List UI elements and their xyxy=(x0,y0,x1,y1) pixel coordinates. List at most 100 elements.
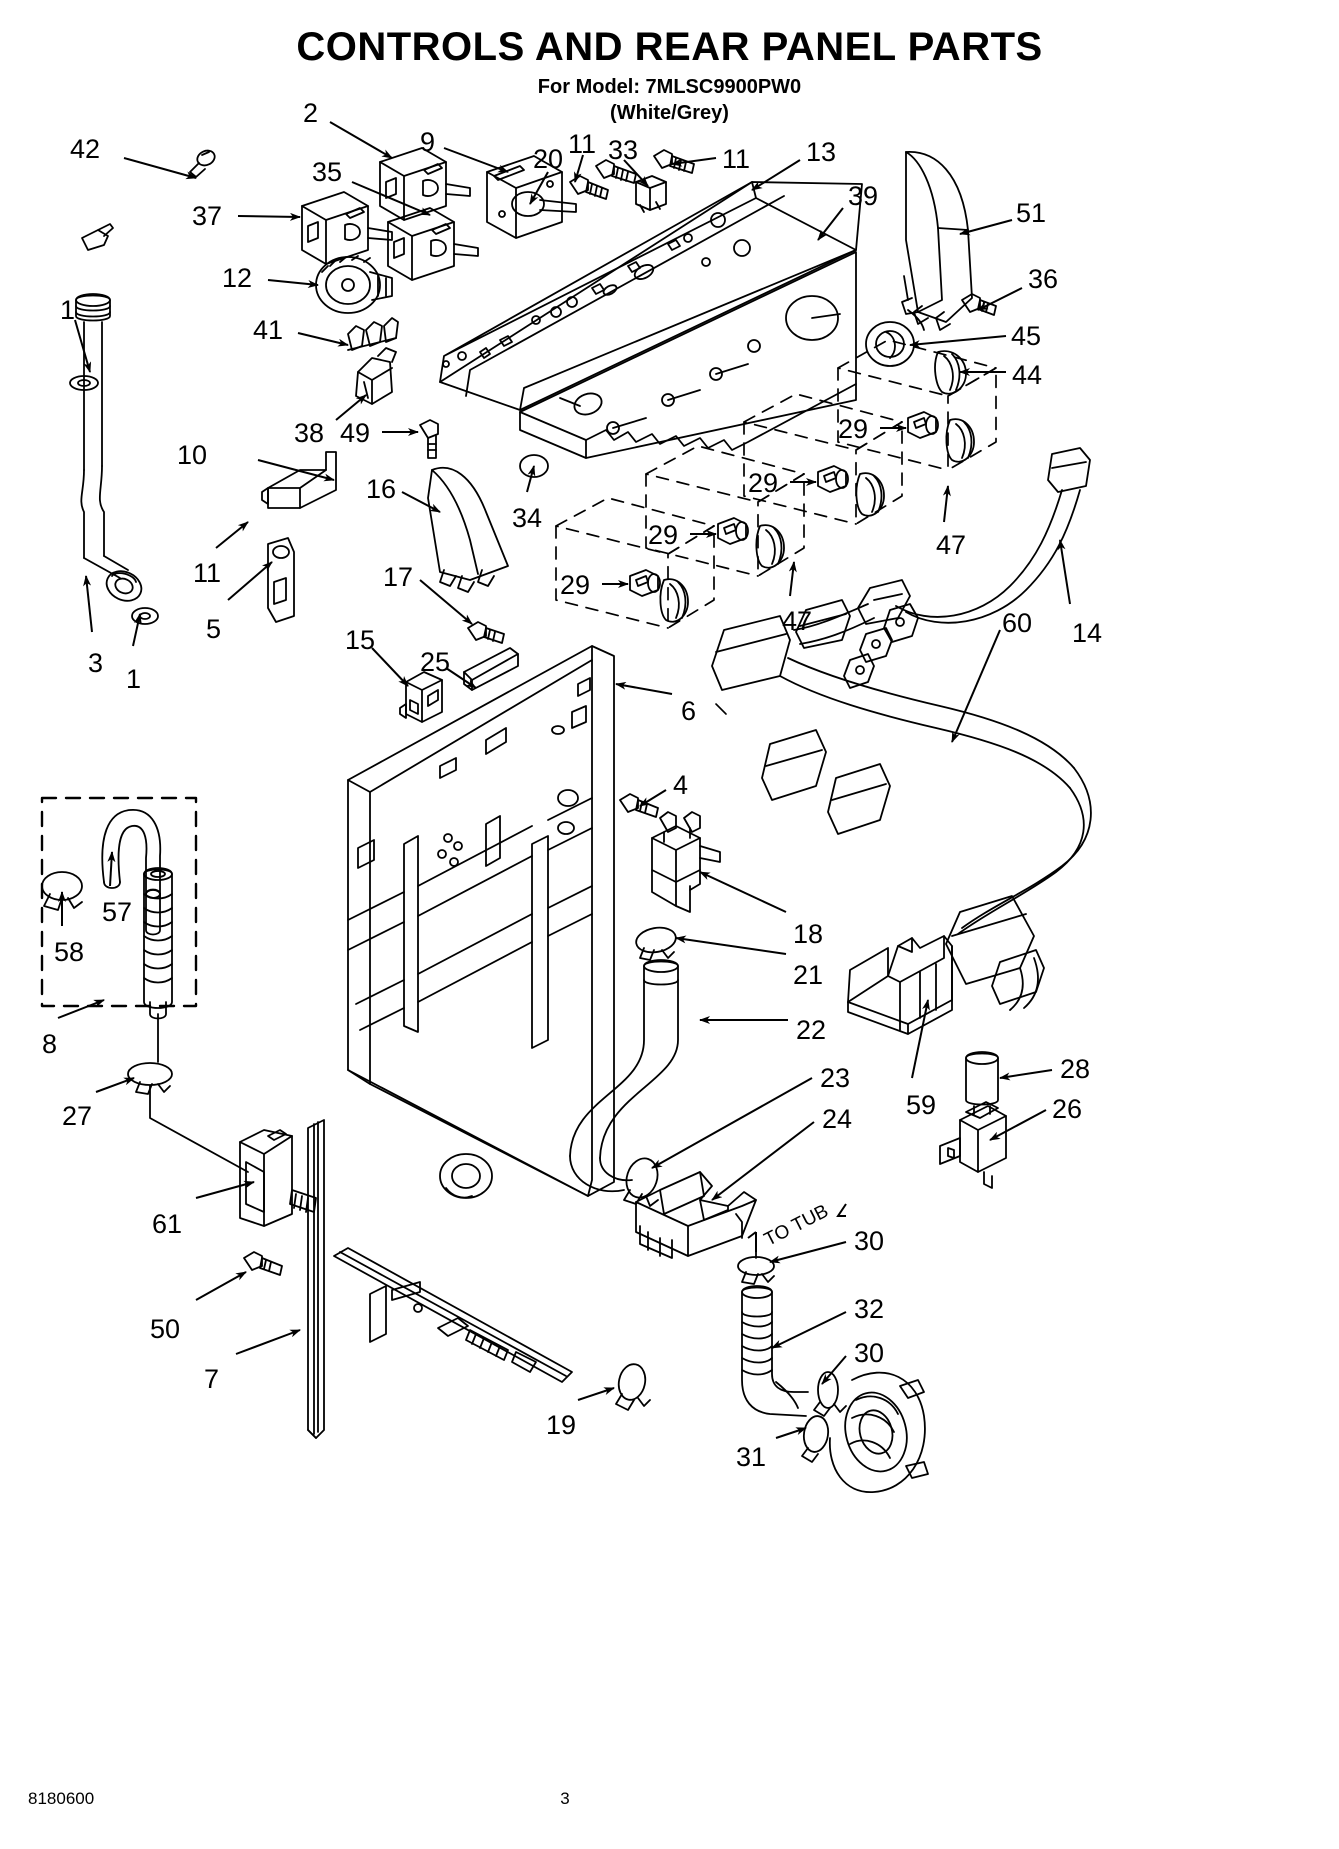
part-13-console-bracket xyxy=(439,181,863,411)
page-title: CONTROLS AND REAR PANEL PARTS xyxy=(296,25,1043,69)
part-42-clip xyxy=(189,149,216,178)
part-5-lever xyxy=(267,537,295,623)
callout-21: 21 xyxy=(793,960,824,990)
callout-2: 2 xyxy=(303,98,319,128)
callout-12: 12 xyxy=(222,263,253,293)
footer-part-number: 8180600 xyxy=(28,1789,95,1808)
leader-line-39 xyxy=(817,207,844,241)
part-7-rail xyxy=(307,1119,325,1439)
leader-line-28 xyxy=(999,1069,1053,1081)
leader-line-17 xyxy=(419,579,473,625)
callout-11: 11 xyxy=(193,558,222,588)
part-11-screw-b xyxy=(595,159,637,184)
callout-10: 10 xyxy=(177,440,208,470)
leader-line-11 xyxy=(574,154,584,183)
leader-line-6 xyxy=(615,681,673,695)
leader-line-18 xyxy=(699,871,787,913)
leader-line-57 xyxy=(107,851,116,887)
leader-line-38 xyxy=(335,394,367,421)
callout-27: 27 xyxy=(62,1101,93,1131)
part-29-bushing-d xyxy=(629,569,661,597)
part-cross-brace xyxy=(333,1247,573,1383)
callout-11: 11 xyxy=(568,129,597,159)
callout-23: 23 xyxy=(820,1063,851,1093)
callout-29: 29 xyxy=(748,468,779,498)
callout-20: 20 xyxy=(533,144,564,174)
part-59-chute xyxy=(847,935,953,1035)
callout-30: 30 xyxy=(854,1338,885,1368)
callout-37: 37 xyxy=(192,201,223,231)
callout-7: 7 xyxy=(204,1364,220,1394)
part-8-dashed-box xyxy=(40,796,198,1008)
callout-4: 4 xyxy=(673,770,689,800)
callout-58: 58 xyxy=(54,937,85,967)
leader-line-33 xyxy=(623,159,649,187)
leader-line-50 xyxy=(195,1271,247,1301)
leader-line-42 xyxy=(123,157,197,180)
part-32-drain-hose xyxy=(741,1285,809,1417)
leader-line-36 xyxy=(977,287,1023,311)
callout-30: 30 xyxy=(854,1226,885,1256)
callout-22: 22 xyxy=(796,1015,827,1045)
callout-57: 57 xyxy=(102,897,133,927)
leader-line-12 xyxy=(267,279,319,288)
callout-29: 29 xyxy=(838,414,869,444)
part-38-bracket xyxy=(355,347,397,405)
part-24-air-dome xyxy=(635,1171,757,1259)
part-21-clamp xyxy=(635,926,677,961)
leader-line-37 xyxy=(237,212,301,221)
callout-38: 38 xyxy=(294,418,325,448)
part-22-hose xyxy=(569,959,679,1193)
callout-60: 60 xyxy=(1002,608,1033,638)
leader-line-47 xyxy=(788,561,797,597)
callout-28: 28 xyxy=(1060,1054,1091,1084)
part-1-washer-lower xyxy=(131,607,159,625)
part-16-end-cap xyxy=(427,466,509,593)
leader-line-27 xyxy=(95,1077,135,1093)
leader-line-60 xyxy=(951,629,1001,743)
part-51-end-cap xyxy=(901,151,973,331)
part-6-rear-panel xyxy=(347,645,615,1199)
leader-line-11 xyxy=(215,521,249,549)
leader-line-13 xyxy=(751,159,801,191)
callout-29: 29 xyxy=(560,570,591,600)
callout-36: 36 xyxy=(1028,264,1059,294)
part-47-knob-a xyxy=(945,418,975,463)
part-pump-assembly xyxy=(829,1371,929,1493)
callout-39: 39 xyxy=(848,181,879,211)
callout-9: 9 xyxy=(420,127,436,157)
part-29-bushing-a xyxy=(907,411,939,439)
callout-25: 25 xyxy=(420,647,451,677)
callout-61: 61 xyxy=(152,1209,183,1239)
leader-line-34 xyxy=(526,465,536,493)
callout-18: 18 xyxy=(793,919,824,949)
part-9-switch xyxy=(379,147,471,221)
callout-1: 1 xyxy=(126,664,142,694)
part-25-rail xyxy=(463,647,519,691)
leader-line-14 xyxy=(1057,539,1071,605)
part-30-clamp-lower xyxy=(813,1371,847,1417)
part-10-bracket xyxy=(261,451,337,509)
part-37-switch xyxy=(301,191,393,265)
callout-19: 19 xyxy=(546,1410,577,1440)
part-47-knob-b xyxy=(855,472,885,517)
part-60-14-wire-harness xyxy=(711,447,1092,1011)
model-line: For Model: 7MLSC9900PW0 xyxy=(537,76,802,98)
part-47-knob-d xyxy=(659,578,689,623)
callout-17: 17 xyxy=(383,562,414,592)
part-50-screw xyxy=(243,1251,283,1276)
leader-line-23 xyxy=(651,1077,813,1169)
leader-line-19 xyxy=(577,1387,615,1401)
part-49-screw xyxy=(419,419,439,459)
callout-42: 42 xyxy=(70,134,101,164)
callout-24: 24 xyxy=(822,1104,853,1134)
callout-11: 11 xyxy=(722,144,751,174)
leader-line-8 xyxy=(57,999,105,1019)
part-17-screw xyxy=(467,621,505,644)
part-57-hose xyxy=(101,809,162,936)
leader-line-1 xyxy=(74,319,92,373)
leader-line-24 xyxy=(711,1121,815,1201)
leader-line-31 xyxy=(775,1427,807,1439)
callout-59: 59 xyxy=(906,1090,937,1120)
